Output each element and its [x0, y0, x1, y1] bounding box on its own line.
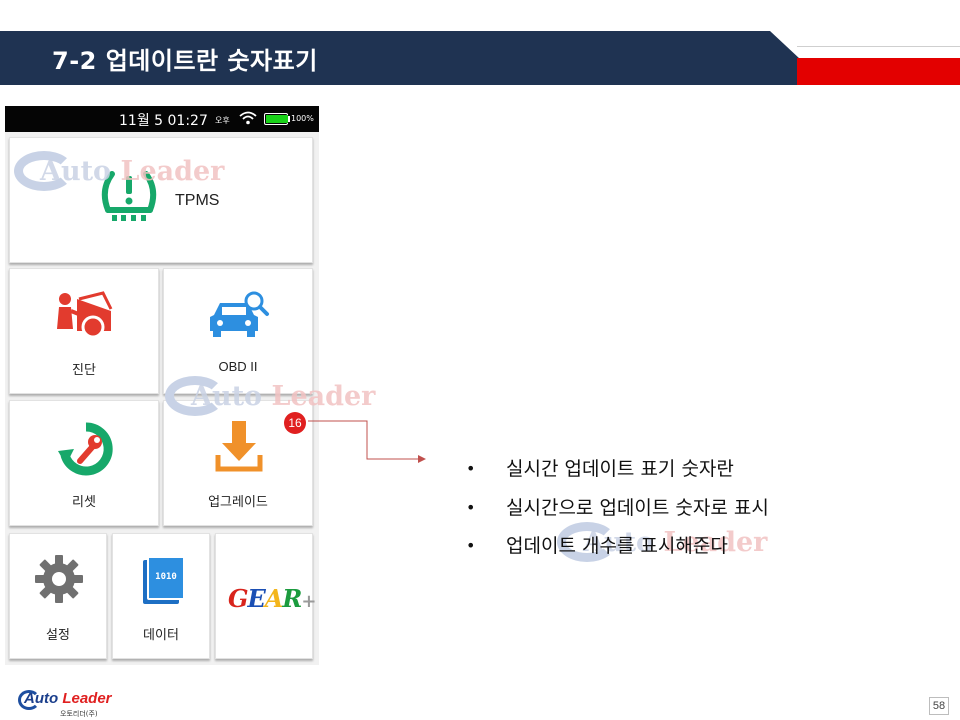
status-ampm: 오후: [215, 116, 230, 125]
status-bar: 11월 5 01:27 오후 100%: [5, 106, 319, 132]
download-icon: [215, 421, 263, 472]
wifi-icon: [239, 111, 257, 125]
data-book-icon: 1010: [143, 556, 185, 604]
slide-title: 7-2 업데이트란 숫자표기: [52, 47, 318, 75]
autoleader-logo: Auto Leader 오토리더(주): [18, 688, 112, 718]
battery-percent: 100%: [291, 114, 314, 123]
status-time: 11월 5 01:27: [119, 113, 208, 129]
bullet-list: 실시간 업데이트 표기 숫자란 실시간으로 업데이트 숫자로 표시 업데이트 개…: [466, 450, 769, 566]
gear-plus-tile[interactable]: GEAR+: [215, 533, 316, 659]
slide-header-banner: 7-2 업데이트란 숫자표기: [0, 31, 800, 85]
car-search-icon: [210, 291, 269, 337]
tablet-home-screen: 11월 5 01:27 오후 100% TPMS: [5, 106, 319, 665]
gear-plus-logo: GEAR+: [228, 584, 316, 613]
tpms-warning-icon: [101, 171, 157, 221]
tpms-tile[interactable]: TPMS: [9, 137, 313, 263]
header-divider: [797, 46, 960, 47]
page-number: 58: [929, 697, 949, 715]
tpms-label: TPMS: [175, 192, 220, 209]
bullet-item: 실시간 업데이트 표기 숫자란: [466, 450, 769, 489]
battery-cap: [288, 116, 290, 122]
reset-wrench-icon: [58, 422, 113, 476]
battery-icon: [264, 113, 288, 125]
gear-icon: [35, 555, 83, 603]
obd-label: OBD II: [218, 359, 258, 374]
data-tile[interactable]: 1010 데이터: [112, 533, 210, 659]
bullet-item: 업데이트 개수를 표시해준다: [466, 527, 769, 566]
bullet-item: 실시간으로 업데이트 숫자로 표시: [466, 489, 769, 528]
data-icon-digits: 1010: [155, 572, 177, 582]
data-label: 데이터: [143, 627, 179, 642]
reset-label: 리셋: [72, 494, 96, 509]
settings-label: 설정: [46, 627, 70, 642]
upgrade-label: 업그레이드: [208, 494, 268, 509]
mechanic-car-icon: [57, 291, 113, 339]
update-count-badge: 16: [284, 412, 306, 434]
banner-shape: [0, 31, 800, 85]
header-red-accent: [797, 58, 960, 85]
diagnosis-label: 진단: [72, 362, 96, 377]
settings-tile[interactable]: 설정: [9, 533, 107, 659]
obd-tile[interactable]: OBD II: [163, 268, 313, 394]
diagnosis-tile[interactable]: 진단: [9, 268, 159, 394]
reset-tile[interactable]: 리셋: [9, 400, 159, 526]
